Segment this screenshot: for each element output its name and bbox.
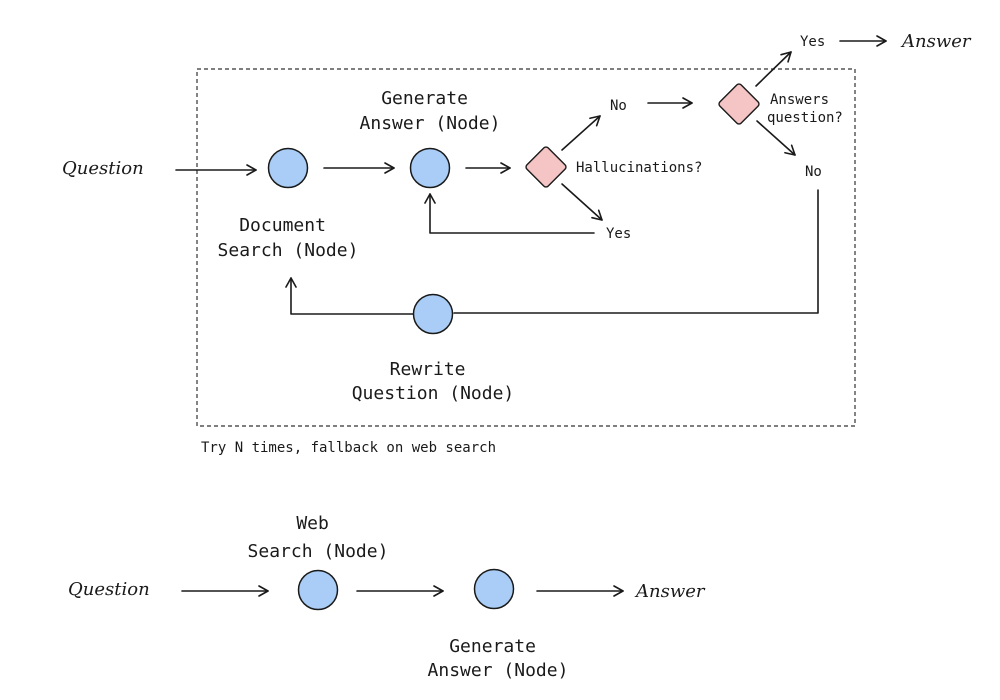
retry-generate-arrow bbox=[424, 193, 595, 234]
web-question-label: Question bbox=[68, 579, 150, 600]
rewrite-loop-line bbox=[453, 189, 819, 314]
answers-yes-label: Yes bbox=[800, 34, 825, 50]
hallucination-label: Hallucinations? bbox=[576, 160, 702, 176]
web-answer-output-label: Answer bbox=[634, 581, 706, 602]
answers-no-arrow bbox=[756, 120, 796, 156]
rewrite-to-search-arrow bbox=[285, 277, 414, 315]
generate-answer-node bbox=[409, 147, 451, 189]
web-search-node bbox=[297, 569, 339, 611]
halluc-no-arrow bbox=[561, 115, 601, 151]
retry-boundary bbox=[196, 68, 856, 427]
hallucination-decision bbox=[525, 146, 567, 188]
answers-question-label: Answers question? bbox=[767, 92, 843, 126]
web-search-label: Web Search (Node) bbox=[248, 513, 389, 562]
halluc-yes-arrow bbox=[561, 183, 603, 221]
retry-caption: Try N times, fallback on web search bbox=[201, 440, 496, 456]
rewrite-question-label: Rewrite Question (Node) bbox=[352, 359, 515, 404]
halluc-yes-label: Yes bbox=[606, 226, 631, 242]
document-search-node bbox=[267, 147, 309, 189]
halluc-no-label: No bbox=[610, 98, 627, 114]
question-label: Question bbox=[62, 158, 144, 179]
answer-output-label: Answer bbox=[900, 31, 972, 52]
generate-answer-label: Generate Answer (Node) bbox=[360, 88, 501, 134]
web-generate-answer-node bbox=[473, 568, 515, 610]
web-generate-answer-label: Generate Answer (Node) bbox=[428, 636, 569, 681]
rewrite-question-node bbox=[412, 293, 454, 335]
answers-yes-arrow bbox=[755, 51, 792, 87]
answers-question-decision bbox=[718, 83, 760, 125]
document-search-label: Document Search (Node) bbox=[218, 215, 359, 261]
answers-no-label: No bbox=[805, 164, 822, 180]
